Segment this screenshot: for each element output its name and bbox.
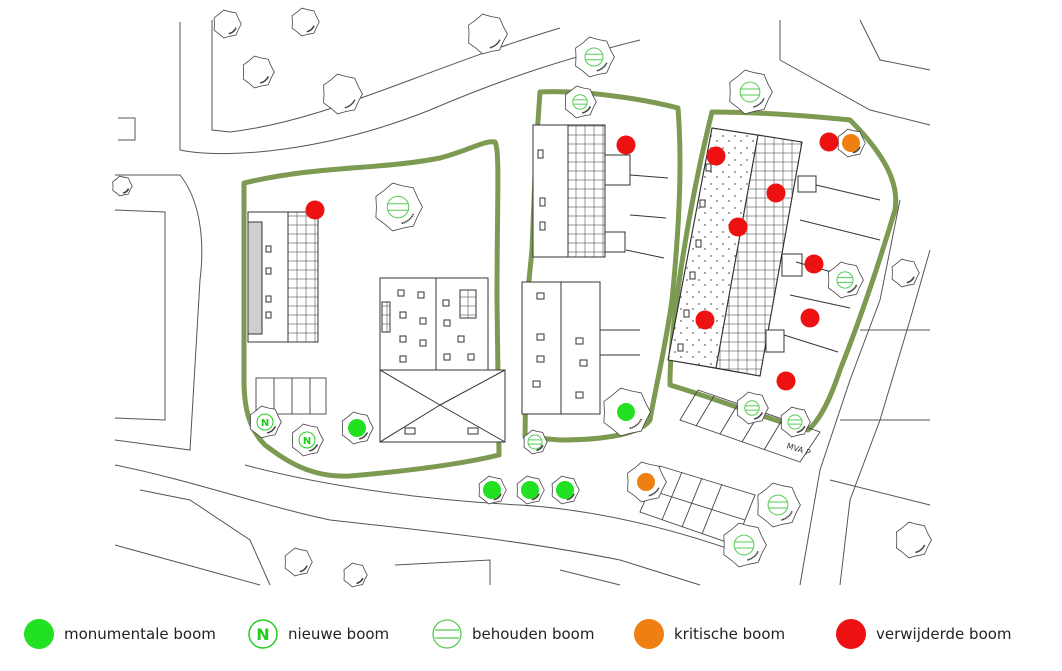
removed-tree (728, 217, 748, 237)
legend-label-critical: kritische boom (674, 625, 786, 643)
removed-tree-icon (836, 619, 866, 649)
new-tree: N (249, 405, 282, 439)
retained-tree (523, 429, 548, 455)
road-edge (779, 20, 931, 126)
monumental-tree-icon (24, 619, 54, 649)
removed-trees (305, 132, 839, 391)
retained-tree (575, 36, 615, 78)
retained-tree (564, 85, 597, 119)
context-tree (242, 55, 275, 89)
legend-item-critical: kritische boom (632, 618, 785, 650)
critical-tree-icon (634, 619, 664, 649)
removed-tree (819, 132, 839, 152)
svg-text:N: N (256, 625, 269, 644)
removed-tree (695, 310, 715, 330)
context-trees (112, 7, 932, 588)
building-west (247, 211, 319, 343)
retained-tree-icon (432, 619, 462, 649)
context-tree (343, 562, 368, 588)
monumental-tree (516, 475, 545, 505)
retained-tree (723, 522, 767, 568)
monumental-tree (551, 475, 580, 505)
road-edge (829, 479, 931, 506)
critical-tree (627, 461, 667, 503)
new-tree-icon: N (248, 619, 278, 649)
svg-text:N: N (261, 418, 269, 429)
legend-item-new: N nieuwe boom (246, 618, 389, 650)
removed-tree (305, 200, 325, 220)
road-edge (114, 174, 203, 451)
building-middle-south (521, 281, 640, 415)
retained-tree (729, 69, 773, 115)
monumental-tree (478, 475, 507, 505)
legend-label-new: nieuwe boom (288, 625, 390, 643)
road-edge (394, 559, 491, 585)
road-edge (859, 19, 931, 71)
retained-tree (736, 391, 769, 425)
context-tree (891, 258, 920, 288)
legend: monumentale boom N nieuwe boom behouden … (0, 612, 1062, 656)
critical-tree (837, 128, 866, 158)
legend-label-monumental: monumentale boom (64, 625, 216, 643)
parking-block (679, 389, 821, 463)
parking-bays (255, 377, 821, 546)
plot-boundary-middle (522, 89, 683, 443)
removed-tree (706, 146, 726, 166)
road-edge (179, 22, 641, 155)
new-trees: NN (249, 405, 324, 457)
road-edge (114, 464, 701, 586)
removed-tree (766, 183, 786, 203)
road-edge (559, 569, 621, 586)
monumental-tree (603, 387, 651, 437)
buildings (247, 124, 881, 443)
context-tree (323, 73, 363, 115)
monumental-tree (341, 411, 374, 445)
road-edge (114, 544, 261, 586)
critical-trees (627, 128, 866, 503)
road-edge (139, 489, 271, 586)
road-edge (244, 464, 761, 561)
context-tree (468, 13, 508, 55)
removed-tree (800, 308, 820, 328)
retained-tree (375, 182, 423, 232)
legend-item-removed: verwijderde boom (834, 618, 1012, 650)
plot-boundary-west (241, 139, 502, 479)
retained-trees (375, 36, 864, 568)
legend-label-retained: behouden boom (472, 625, 595, 643)
retained-tree (828, 261, 864, 299)
context-tree (291, 7, 320, 37)
context-tree (213, 9, 242, 39)
road-edge (118, 117, 136, 141)
context-tree (284, 547, 313, 577)
building-center (379, 277, 506, 443)
legend-label-removed: verwijderde boom (876, 625, 1012, 643)
removed-tree (776, 371, 796, 391)
legend-item-monumental: monumentale boom (22, 618, 216, 650)
retained-tree (780, 406, 811, 438)
removed-tree (804, 254, 824, 274)
parking-label: MVA P (785, 441, 811, 457)
svg-text:N: N (303, 436, 311, 447)
monumental-trees (341, 387, 651, 505)
retained-tree (757, 482, 801, 528)
legend-item-retained: behouden boom (430, 618, 594, 650)
new-tree: N (291, 423, 324, 457)
removed-tree (616, 135, 636, 155)
site-plan-svg: MVA P NN (112, 7, 932, 588)
context-tree (896, 521, 932, 559)
building-middle-north (532, 124, 669, 259)
road-edge (799, 199, 901, 586)
parking-block (255, 377, 327, 415)
streets (114, 19, 931, 586)
road-edge (114, 209, 166, 421)
context-tree (112, 175, 133, 197)
